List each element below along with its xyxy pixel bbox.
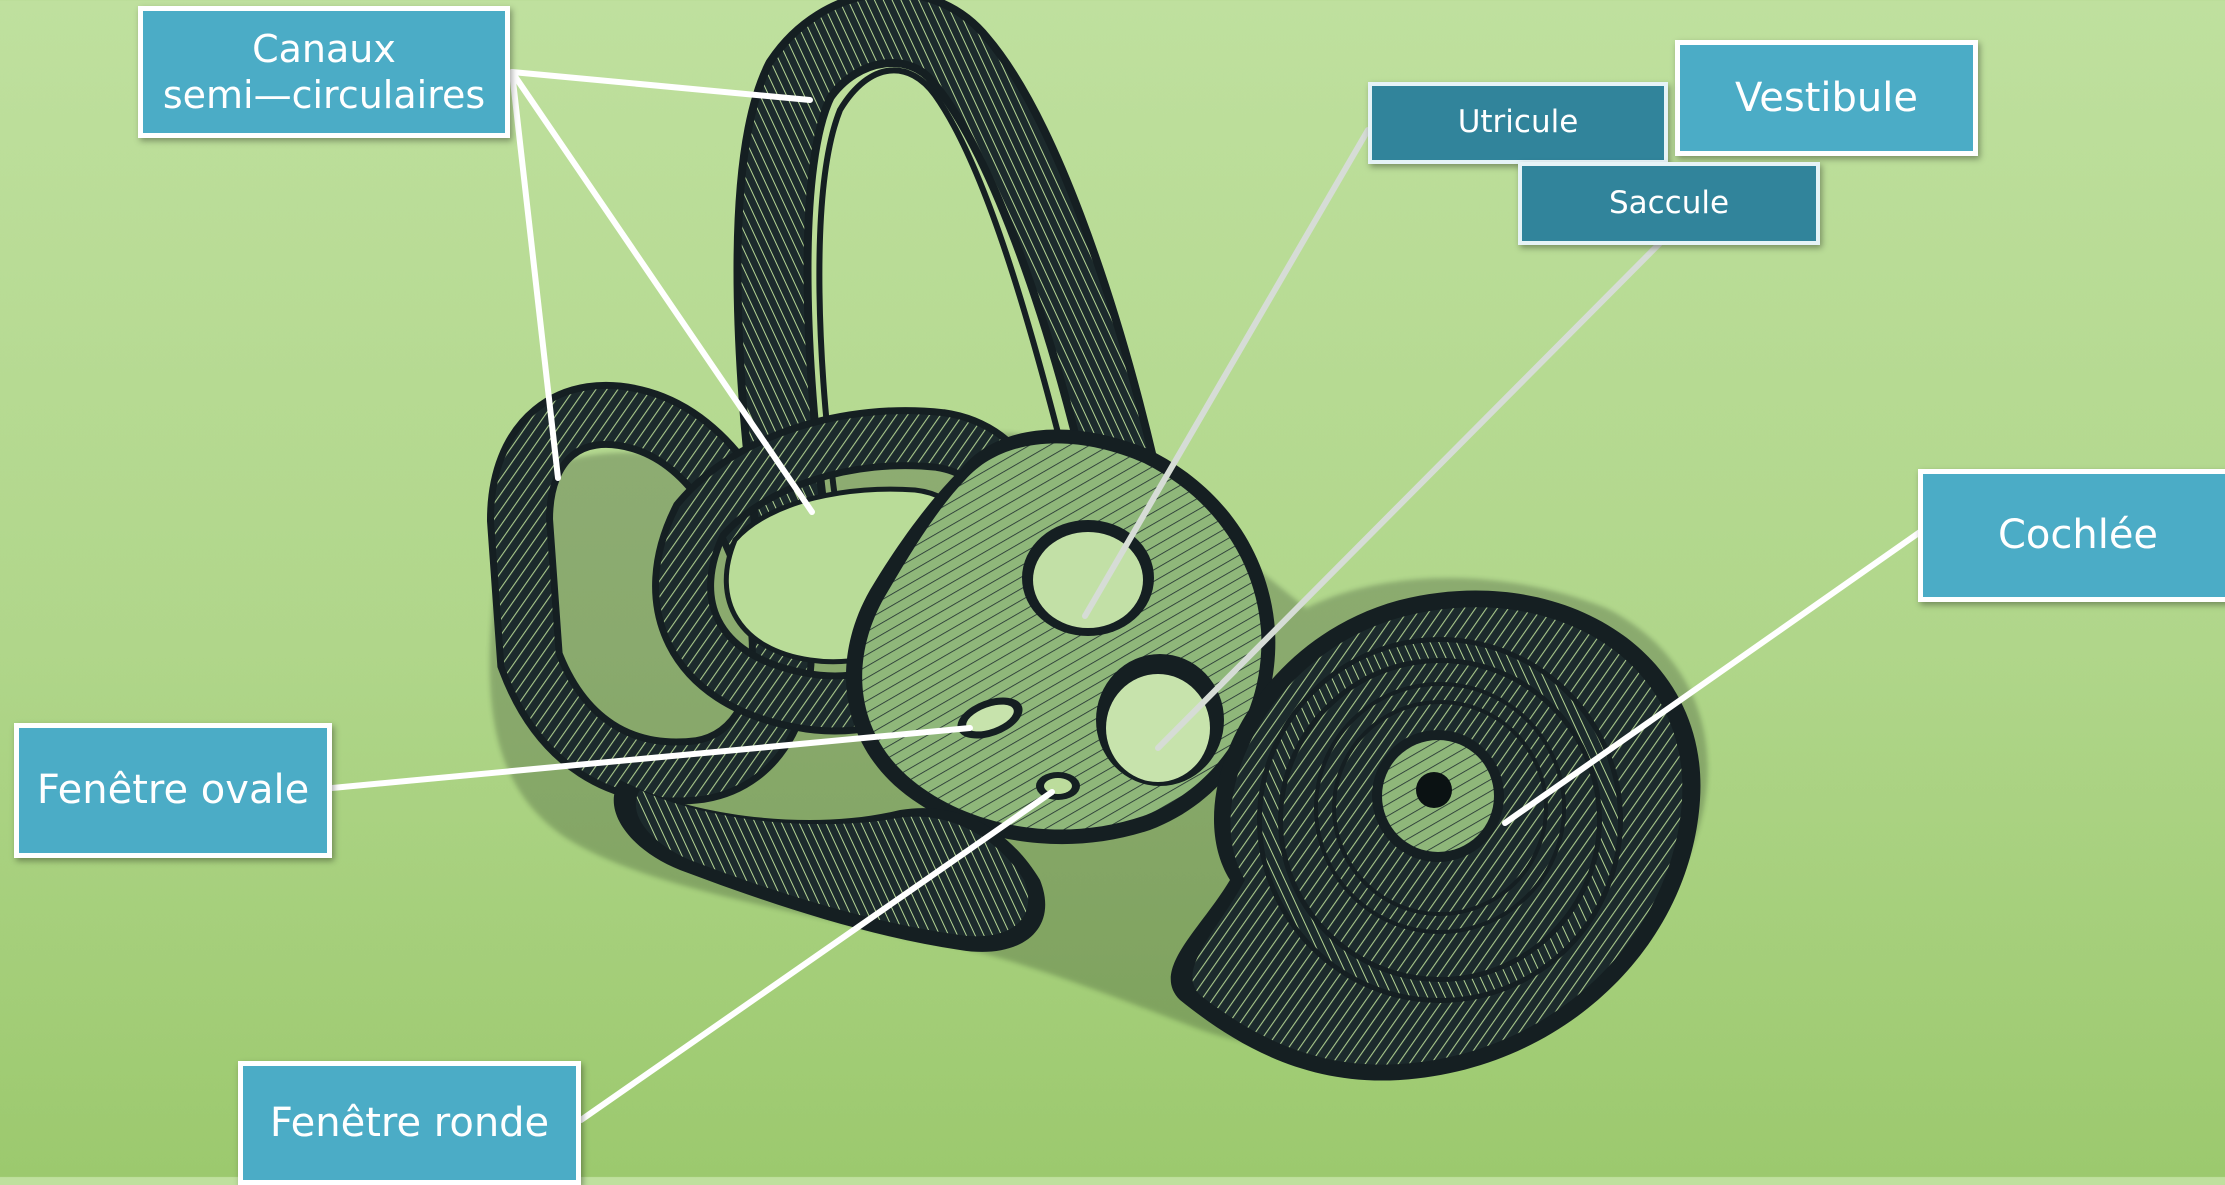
label-cochlee: Cochlée bbox=[1918, 469, 2225, 602]
label-canaux-text: Canaux semi—circulaires bbox=[163, 26, 485, 119]
label-cochlee-text: Cochlée bbox=[1998, 511, 2158, 560]
label-fenetre-ovale-text: Fenêtre ovale bbox=[37, 766, 309, 815]
label-vestibule: Vestibule bbox=[1675, 40, 1978, 156]
label-saccule-text: Saccule bbox=[1609, 185, 1729, 223]
label-fenetre-ovale: Fenêtre ovale bbox=[14, 723, 332, 858]
label-utricule-text: Utricule bbox=[1458, 104, 1579, 142]
label-saccule: Saccule bbox=[1518, 162, 1820, 245]
label-utricule: Utricule bbox=[1368, 82, 1668, 164]
label-vestibule-text: Vestibule bbox=[1735, 74, 1918, 123]
label-canaux-semi-circulaires: Canaux semi—circulaires bbox=[138, 6, 510, 138]
label-fenetre-ronde-text: Fenêtre ronde bbox=[270, 1099, 549, 1148]
label-fenetre-ronde: Fenêtre ronde bbox=[238, 1061, 581, 1185]
